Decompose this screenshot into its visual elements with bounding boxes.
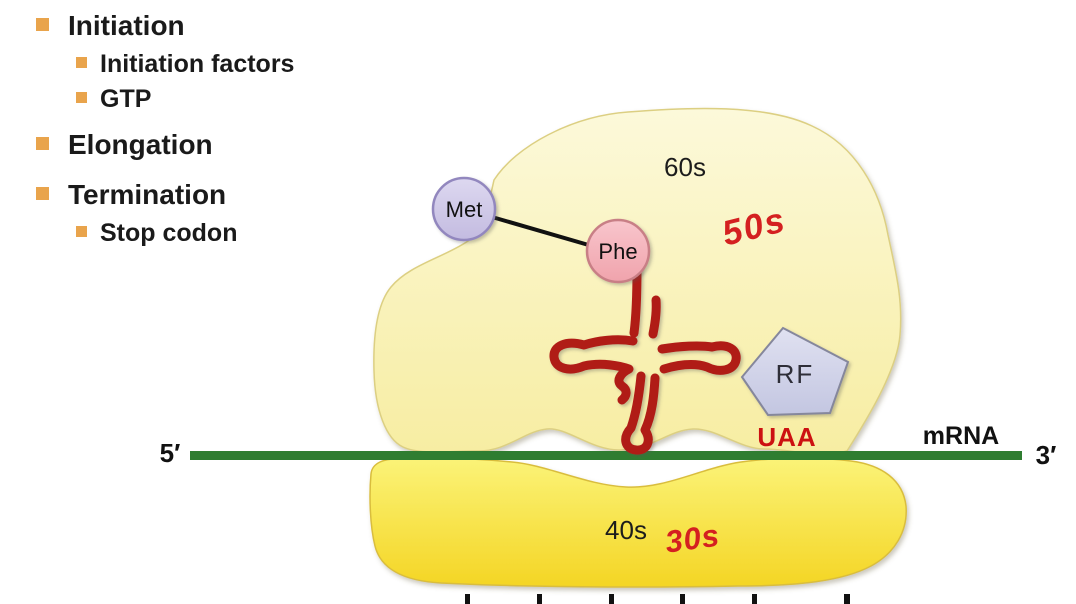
bullet-marker-icon: [76, 57, 87, 68]
bullet-marker-icon: [36, 18, 49, 31]
phe-circle: [585, 218, 651, 284]
list-item-gtp: GTP: [76, 84, 380, 114]
small-subunit-40s-shape: [369, 457, 907, 588]
list-item-termination: Termination: [36, 179, 380, 211]
peptide-bond-line: [491, 215, 593, 248]
bullet-marker-icon: [76, 226, 87, 237]
outline-list: Initiation Initiation factors GTP Elonga…: [0, 0, 380, 248]
cutoff-text-marks: [465, 594, 850, 604]
list-item-label: Initiation: [68, 10, 185, 41]
list-item-label: Termination: [68, 179, 227, 210]
bullet-marker-icon: [36, 137, 49, 150]
small-subunit-handwritten-annotation: 30s: [663, 517, 722, 559]
bullet-marker-icon: [36, 187, 49, 200]
met-label: Met: [446, 197, 483, 222]
bullet-marker-icon: [76, 92, 87, 103]
list-item-stop-codon: Stop codon: [76, 218, 380, 248]
stop-codon-label: UAA: [757, 422, 816, 452]
five-prime-label: 5′: [160, 438, 181, 468]
list-item-label: Initiation factors: [100, 50, 295, 78]
met-circle: [431, 176, 497, 242]
list-item-initiation-factors: Initiation factors: [76, 49, 380, 79]
phe-label: Phe: [598, 239, 637, 264]
list-item-label: Stop codon: [100, 219, 238, 247]
small-subunit-label: 40s: [605, 515, 647, 545]
list-item-label: GTP: [100, 85, 152, 113]
list-item-elongation: Elongation: [36, 129, 380, 161]
three-prime-label: 3′: [1036, 440, 1057, 470]
mrna-label: mRNA: [923, 422, 999, 450]
mrna-strand: [190, 451, 1022, 460]
list-item-initiation: Initiation: [36, 10, 380, 42]
list-item-label: Elongation: [68, 129, 213, 160]
release-factor-shape: [740, 326, 850, 417]
release-factor-label: RF: [776, 359, 815, 389]
large-subunit-label: 60s: [664, 152, 706, 182]
